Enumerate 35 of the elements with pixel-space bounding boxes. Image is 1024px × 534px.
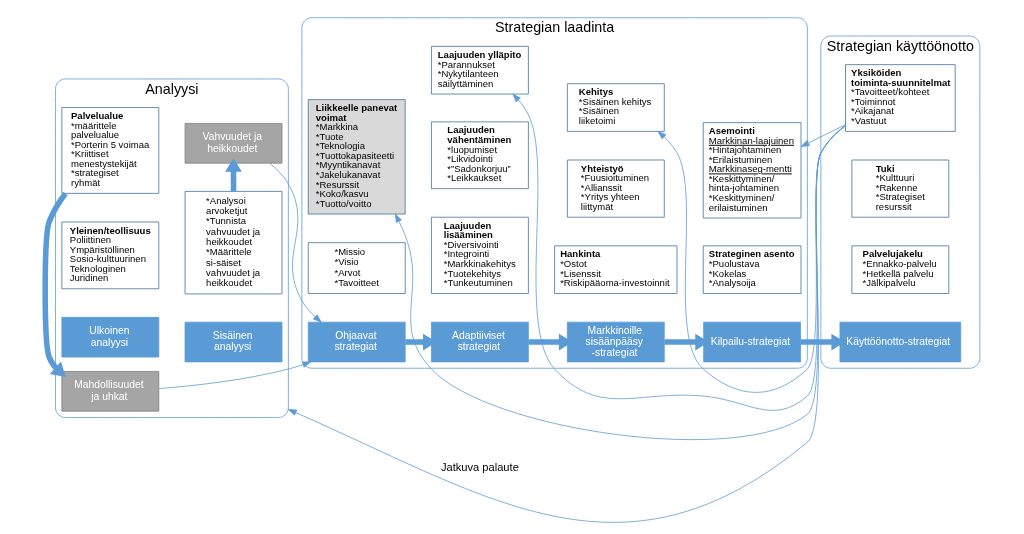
node-box: Kilpailu-strategiat bbox=[702, 321, 801, 363]
arrow bbox=[158, 361, 311, 389]
node-box: Markkinoille sisäänpääsy -strategiat bbox=[566, 321, 665, 363]
node-box: Palvelualue *määrittele palvelualue *Porterin 5 voimaa *Kriittiset menestystekijät *strategiset ryhmät bbox=[60, 107, 159, 194]
arrow bbox=[224, 158, 242, 192]
node-box: Tuki *Kulttuuri *Rakenne *Strategiset resurssit bbox=[850, 159, 949, 218]
node-box: Liikkeelle panevat voimat *Markkina *Tuote *Teknologia *Tuottokapasiteetti *Myyntikanavat *Jakelukanavat *Resurssit *Koko/kasvu *Tuotto/voitto bbox=[307, 99, 406, 215]
node-box: Laajuuden ylläpito *Parannukset *Nykytilanteen säilyttäminen bbox=[430, 45, 529, 95]
node-box: Sisäinen analyysi bbox=[184, 321, 282, 363]
node-box: Asemointi Markkinan-laajuinen *Hintajohtaminen *Erilaistuminen Markkinaseg-mentti *Keskittyminen/ hinta-johtaminen *Keskittyminen/ erilaistuminen bbox=[702, 122, 801, 219]
node-box: Hankinta *Ostot *Lisenssit *Riskipääoma-investoinnit bbox=[553, 245, 677, 294]
node-box: Mahdollisuudet ja uhkat bbox=[60, 371, 159, 412]
arrow bbox=[800, 124, 846, 147]
node-box: Yhteistyö *Fuusioituminen *Allianssit *Yritys yhteen liittymät bbox=[566, 159, 665, 218]
node-box: Palvelujakelu *Ennakko-palvelu *Hetkellä palvelu *Jälkipalvelu bbox=[850, 245, 949, 294]
node-box: Vahvuudet ja heikkoudet bbox=[184, 123, 282, 164]
arrow bbox=[511, 93, 846, 411]
node-box: Käyttöönotto-strategiat bbox=[839, 321, 961, 363]
node-box: Yleinen/teollisuus Poliittinen Ympäristöllinen Sosio-kulttuurinen Teknologinen Juridinen bbox=[60, 221, 159, 290]
node-box: Ohjaavat strategiat bbox=[307, 321, 406, 363]
arrow bbox=[268, 162, 322, 323]
node-box: Ulkoinen analyysi bbox=[60, 316, 159, 358]
node-box: Adaptiiviset strategiat bbox=[430, 321, 529, 363]
node-box: Laajuuden vähentäminen *luopumiset *Likvidointi *”Sadonkorjuu” *Leikkaukset bbox=[430, 121, 529, 189]
node-box: Strateginen asento *Puolustava *Kokelas *Analysoija bbox=[702, 245, 801, 294]
node-box: Laajuuden lisääminen *Diversivointi *Integrointi *Markkinakehitys *Tuotekehitys *Tunkeutuminen bbox=[430, 216, 529, 294]
node-box: *Missio *Visio *Arvot *Tavoitteet bbox=[307, 242, 406, 294]
arrow bbox=[287, 125, 846, 523]
node-box: Yksiköiden toiminta-suunnitelmat *Tavoitteet/kohteet *Toiminnot *Aikajanat *Vastuut bbox=[844, 64, 956, 132]
edge-label: Jatkuva palaute bbox=[440, 460, 519, 473]
arrow bbox=[657, 125, 846, 393]
node-box: Kehitys *Sisäinen kehitys *Sisäinen liiketoimi bbox=[566, 83, 665, 132]
arrow bbox=[41, 191, 68, 377]
node-box: *Analysoi arvoketjut *Tunnista vahvuudet ja heikkoudet *Määrittele si-säiset vahvuudet ja heikkoudet bbox=[184, 191, 282, 295]
arrow bbox=[394, 125, 846, 441]
